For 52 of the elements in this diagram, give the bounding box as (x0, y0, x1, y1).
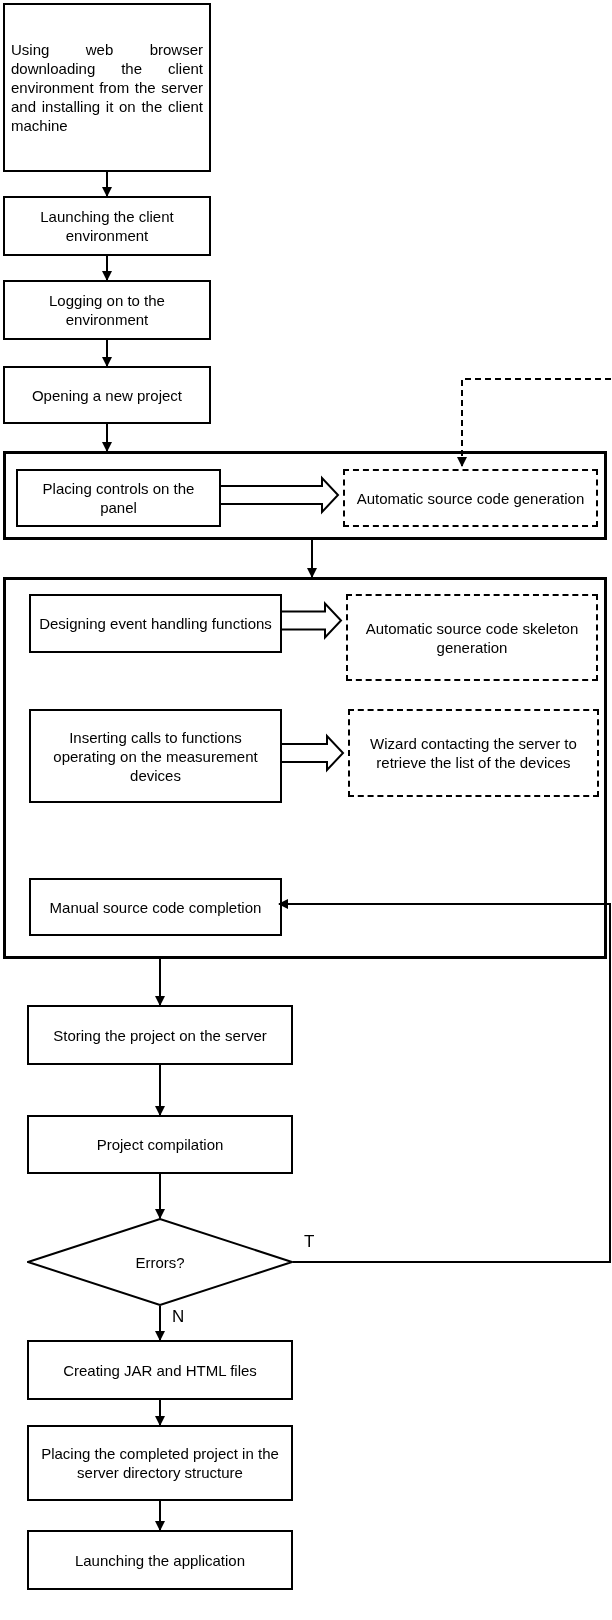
process-box (29, 709, 282, 803)
arrow (155, 1399, 165, 1426)
step-text: Manual source code completion (49, 897, 262, 917)
step-text: Wizard contacting the server to retrieve the list of the devices (369, 734, 578, 772)
step-text: Project compilation (96, 1135, 224, 1154)
step-text: Inserting calls to functions operating on the measurement devices (52, 727, 259, 785)
step-text: Opening a new project (31, 385, 183, 405)
block-arrow (280, 733, 345, 773)
step-text: Logging on to the environment (48, 291, 166, 329)
arrow (102, 255, 112, 281)
process-box (27, 1530, 293, 1590)
arrow (155, 1500, 165, 1531)
step-text: Storing the project on the server (53, 1025, 267, 1045)
process-box (27, 1005, 293, 1065)
step-text: Placing the completed project in the server directory structure (40, 1444, 280, 1482)
group-frame (3, 577, 607, 959)
process-box (3, 196, 211, 256)
process-box (27, 1340, 293, 1400)
process-box (29, 878, 282, 936)
step-text: Launching the client environment (39, 207, 175, 245)
arrow (102, 171, 112, 197)
dashed-arrow (457, 378, 612, 467)
arrow (155, 1064, 165, 1116)
decision-diamond (27, 1218, 293, 1306)
step-text: Automatic source code skeleton generation (364, 618, 580, 657)
process-box (16, 469, 221, 527)
arrow (102, 339, 112, 367)
step-text: Designing event handling functions (39, 614, 272, 633)
process-box (27, 1115, 293, 1174)
step-text: Placing controls on the panel (41, 479, 196, 517)
process-box (3, 280, 211, 340)
arrow (278, 899, 611, 1263)
arrow (307, 539, 317, 578)
dashed-process-box (346, 594, 598, 681)
step-text: Creating JAR and HTML files (63, 1360, 257, 1380)
process-box (27, 1425, 293, 1501)
dashed-process-box (343, 469, 598, 527)
arrow (155, 958, 165, 1006)
process-box (29, 594, 282, 653)
dashed-process-box (348, 709, 599, 797)
block-arrow (280, 600, 343, 641)
group-frame (3, 451, 607, 540)
step-text: Errors? (135, 1252, 185, 1272)
arrow (155, 1173, 165, 1219)
arrow (102, 423, 112, 452)
step-text: Launching the application (74, 1550, 246, 1570)
step-text: Using web browser downloading the client environment from the server and installing it on the client machine (11, 40, 203, 135)
block-arrow (219, 475, 340, 515)
process-box (3, 366, 211, 424)
arrow (155, 1305, 165, 1341)
step-text: Automatic source code generation (356, 488, 585, 508)
process-box (3, 3, 211, 172)
